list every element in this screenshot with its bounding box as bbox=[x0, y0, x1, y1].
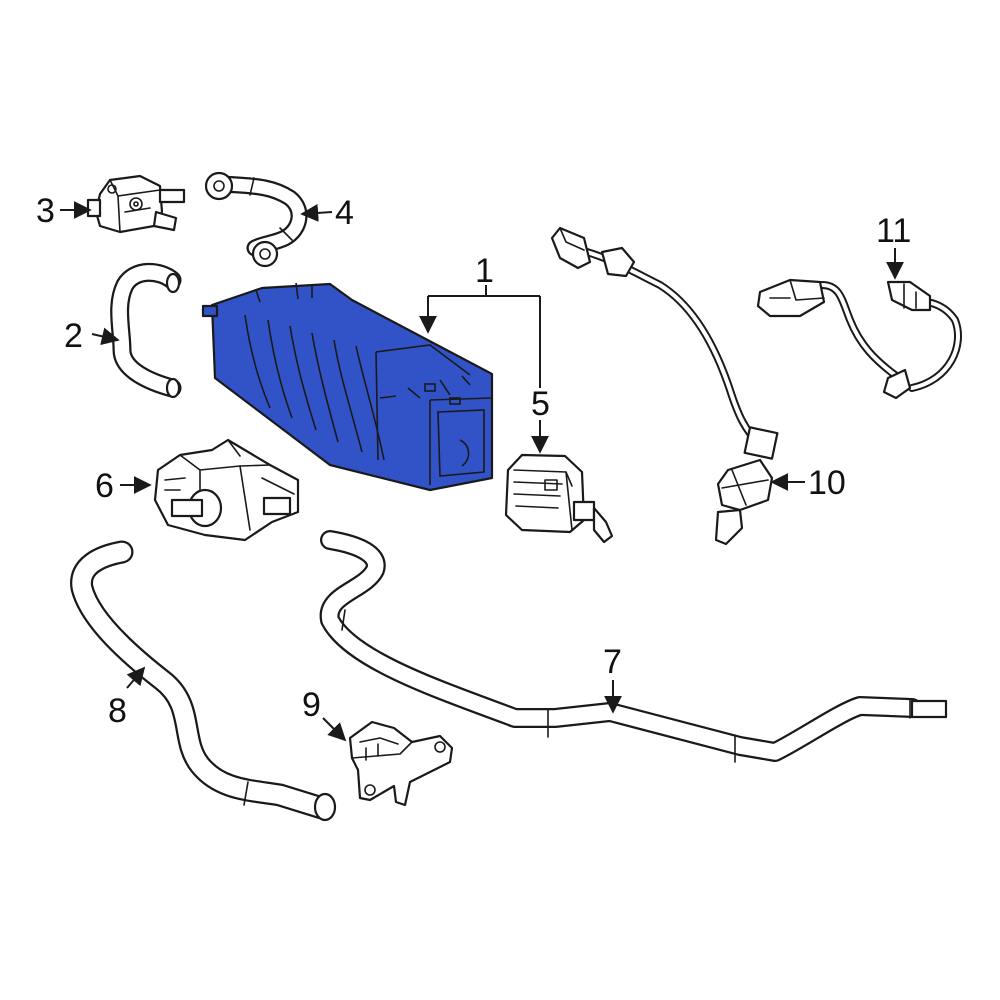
callout-5: 5 bbox=[531, 385, 550, 423]
part-6-solenoid[interactable] bbox=[153, 438, 300, 542]
part-3-valve[interactable] bbox=[86, 174, 186, 234]
callout-8: 8 bbox=[108, 692, 127, 730]
callout-3: 3 bbox=[36, 192, 55, 230]
callout-1: 1 bbox=[475, 252, 494, 290]
part-9-sensor[interactable] bbox=[348, 720, 454, 807]
leader-8 bbox=[126, 666, 146, 689]
part-10-oxygen-sensor[interactable] bbox=[550, 226, 779, 546]
callout-4: 4 bbox=[335, 194, 354, 232]
part-5-valve[interactable] bbox=[504, 453, 614, 544]
leader-4 bbox=[300, 203, 333, 222]
leader-lines bbox=[60, 201, 904, 742]
part-4-pipe[interactable] bbox=[204, 171, 308, 268]
callout-7: 7 bbox=[603, 643, 622, 681]
leader-9 bbox=[322, 717, 347, 742]
part-7-vapor-hose[interactable] bbox=[319, 530, 948, 763]
part-2-hose[interactable] bbox=[110, 262, 182, 399]
callout-6: 6 bbox=[95, 467, 114, 505]
callout-labels: 1 2 3 4 5 6 7 8 9 10 11 bbox=[36, 192, 911, 730]
leader-2 bbox=[91, 327, 120, 346]
part-1-charcoal-canister[interactable] bbox=[201, 282, 494, 492]
callout-10: 10 bbox=[808, 464, 846, 502]
callout-9: 9 bbox=[302, 686, 321, 724]
part-8-hose[interactable] bbox=[70, 540, 337, 822]
callout-11: 11 bbox=[876, 212, 911, 250]
callout-2: 2 bbox=[64, 317, 83, 355]
part-11-oxygen-sensor[interactable] bbox=[756, 278, 962, 400]
leader-1-bracket bbox=[427, 285, 541, 388]
canister-vent-tube bbox=[201, 304, 219, 318]
